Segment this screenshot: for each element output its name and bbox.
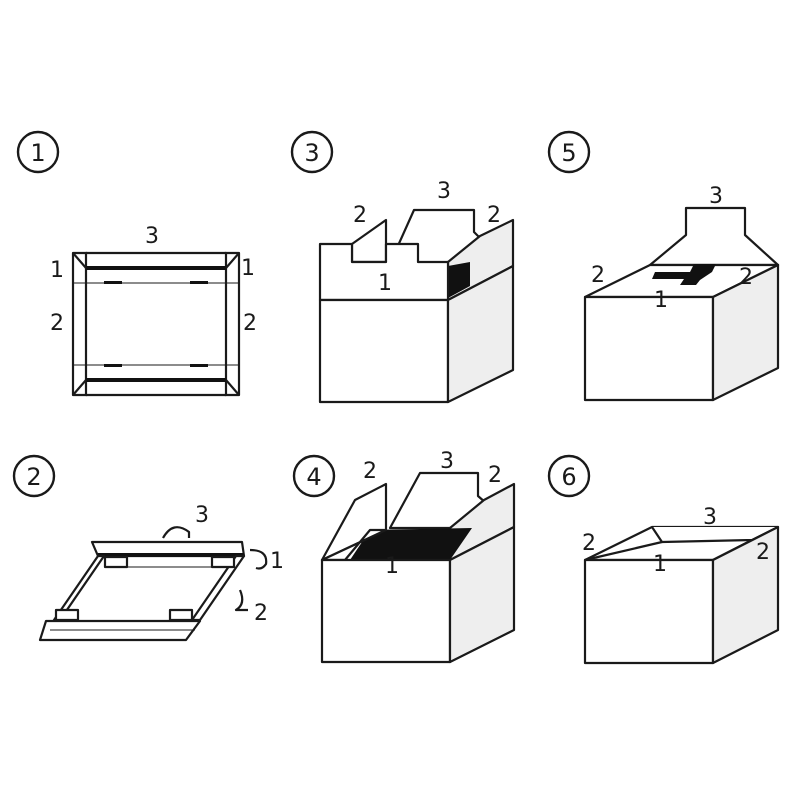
fold-label-2-right: 2 [487,203,501,228]
box-side [711,263,780,402]
box-front [318,298,450,404]
fold-label-1-left: 1 [50,258,64,283]
fold-label-3: 3 [437,179,451,204]
fold-label-2-left: 2 [363,459,377,484]
step-6-number: 6 [561,463,576,491]
fold-label-3: 3 [709,184,723,209]
fold-label-1-right: 1 [241,256,255,281]
folding-tray [38,540,246,642]
step-5-number: 5 [561,139,576,167]
fold-arrow-2 [234,589,248,612]
step-2-number: 2 [26,463,41,491]
fold-label-1: 1 [654,288,668,313]
step-5: 5 3 2 2 1 [547,130,780,402]
step-1: 1 3 1 2 1 2 [16,130,257,397]
step-5-badge [547,130,591,174]
step-3: 3 3 2 2 1 [290,130,515,404]
fold-label-2-right: 2 [739,265,753,290]
step-1-number: 1 [30,139,45,167]
top-flap-3 [648,206,780,267]
box-front [583,558,715,665]
fold-arrow-1 [249,548,268,570]
fold-label-2: 2 [254,601,268,626]
step-3-badge [290,130,334,174]
step-4-badge [292,454,336,498]
step-4-number: 4 [306,463,321,491]
fold-label-2-right: 2 [756,540,770,565]
box-side [711,525,780,665]
fold-label-3: 3 [195,503,209,528]
step-4: 4 3 2 2 1 [292,449,516,664]
step-2: 2 3 1 2 [12,454,284,642]
box-front [320,558,452,664]
fold-arrow-3 [162,526,191,539]
flat-box-blank [71,251,241,397]
fold-label-2-left: 2 [582,531,596,556]
step-2-badge [12,454,56,498]
box-side [448,525,516,664]
fold-label-2-left: 2 [591,263,605,288]
fold-label-3: 3 [440,449,454,474]
fold-label-3: 3 [145,224,159,249]
fold-label-1: 1 [270,549,284,574]
fold-label-2-left: 2 [50,311,64,336]
step-6-badge [547,454,591,498]
fold-label-2-left: 2 [353,203,367,228]
step-3-number: 3 [304,139,319,167]
fold-label-1: 1 [653,552,667,577]
fold-label-1: 1 [378,271,392,296]
fold-label-1: 1 [385,554,399,579]
fold-label-2-right: 2 [488,463,502,488]
box-front [583,295,715,402]
step-6: 6 3 2 2 1 [547,454,780,665]
box-side [446,264,515,404]
step-1-badge [16,130,60,174]
fold-label-2-right: 2 [243,311,257,336]
fold-label-3: 3 [703,505,717,530]
